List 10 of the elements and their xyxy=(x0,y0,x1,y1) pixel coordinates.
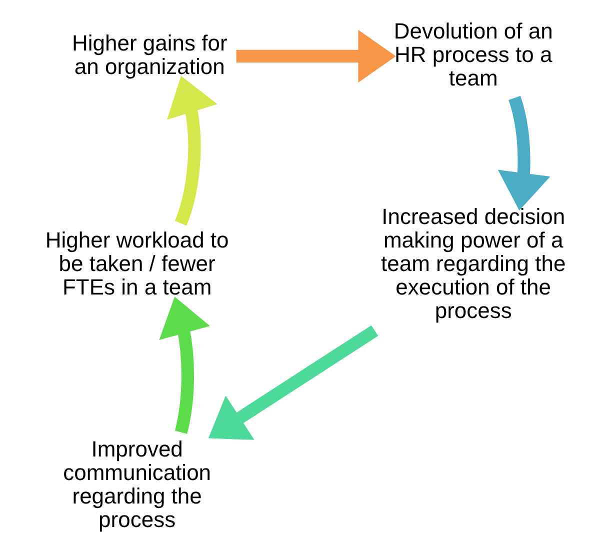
node-text: Higher gains for an organization xyxy=(72,30,228,79)
arrow xyxy=(208,325,378,440)
node-text: Improved communication regarding the process xyxy=(63,436,212,532)
arrow xyxy=(236,30,396,83)
arrow xyxy=(167,76,218,226)
arrow xyxy=(498,96,550,211)
node-text: Higher workload to be taken / fewer FTEs in a team xyxy=(45,227,229,300)
arrow xyxy=(159,296,210,434)
node-text: Increased decision making power of a team regarding the execution of the process xyxy=(381,204,566,324)
node-text: Devolution of an HR process to a team xyxy=(394,18,553,91)
